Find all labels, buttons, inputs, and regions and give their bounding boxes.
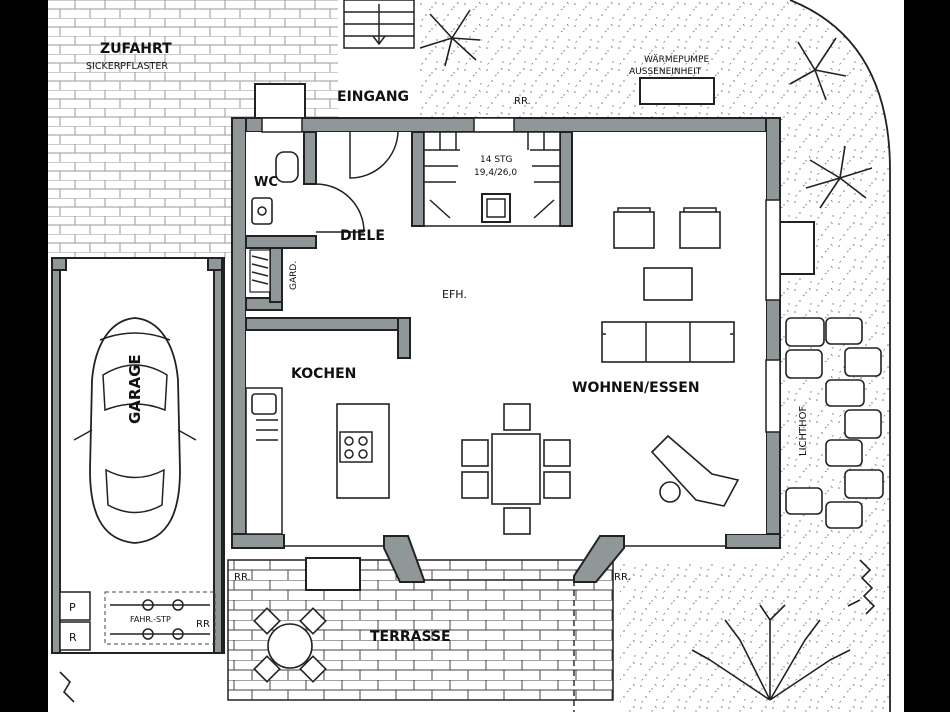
kitchen-counter: [245, 387, 283, 535]
lichthof-stones: [785, 317, 884, 529]
parking-sign-box: [59, 591, 91, 621]
car-icon: [73, 317, 197, 544]
left-frame: [0, 0, 48, 712]
palm-tree-icon: [419, 9, 873, 209]
staircase: [423, 131, 561, 227]
entrance-door: [315, 131, 399, 233]
kochen-label: KOCHEN: [291, 366, 356, 382]
gard-label: GARD.: [289, 261, 299, 290]
rr-left-label: RR.: [234, 572, 251, 583]
armchairs: [613, 207, 721, 249]
sofa: [601, 321, 735, 363]
wohnen-essen-label: WOHNEN/ESSEN: [572, 380, 700, 396]
terrasse-label: TERRASSE: [370, 629, 451, 645]
arrow-down-icon: [372, 4, 386, 46]
stair-steps-label: 14 STG: [480, 155, 513, 165]
light-shaft: [305, 557, 361, 591]
interior-walls: [245, 131, 573, 359]
wc-label: WC: [254, 175, 278, 190]
deciduous-tree-icon: [691, 604, 851, 701]
coffee-table: [643, 267, 693, 301]
efh-label: EFH.: [442, 288, 467, 301]
dining-table: [461, 403, 571, 535]
lichthof-label: LICHTHOF: [798, 405, 809, 456]
diele-label: DIELE: [340, 228, 385, 244]
fahr-stp-label: FAHR.-STP: [130, 615, 171, 624]
rr-top-label: RR.: [514, 96, 531, 107]
bicycle-icon: [104, 591, 216, 645]
ausseneinheit-label: AUSSENEINHEIT: [629, 67, 702, 77]
wc-fixtures: [251, 151, 299, 225]
wardrobe: [249, 249, 271, 293]
right-frame: [904, 0, 950, 712]
zufahrt-label: ZUFAHRT: [100, 41, 172, 57]
rr-right-label: RR.: [614, 572, 631, 583]
rain-barrel-box: [59, 621, 91, 651]
terrace-table: [253, 607, 327, 683]
sickerpflaster-label: SICKERPFLASTER: [86, 61, 168, 72]
p-label: P: [69, 601, 76, 614]
garage-label: GARAGE: [126, 354, 144, 424]
window-well: [779, 221, 815, 275]
lounge-chair: [650, 434, 740, 507]
r-label: R: [69, 631, 77, 644]
rr-garage-label: RR: [196, 619, 210, 630]
eingang-label: EINGANG: [337, 89, 409, 105]
bush-icon: [59, 37, 876, 703]
kitchen-island: [336, 403, 390, 499]
windows: [261, 117, 781, 433]
waermepumpe-label: WÄRMEPUMPE: [644, 54, 709, 65]
stair-dimensions-label: 19,4/26,0: [474, 168, 517, 178]
heat-pump-unit: [639, 77, 715, 105]
